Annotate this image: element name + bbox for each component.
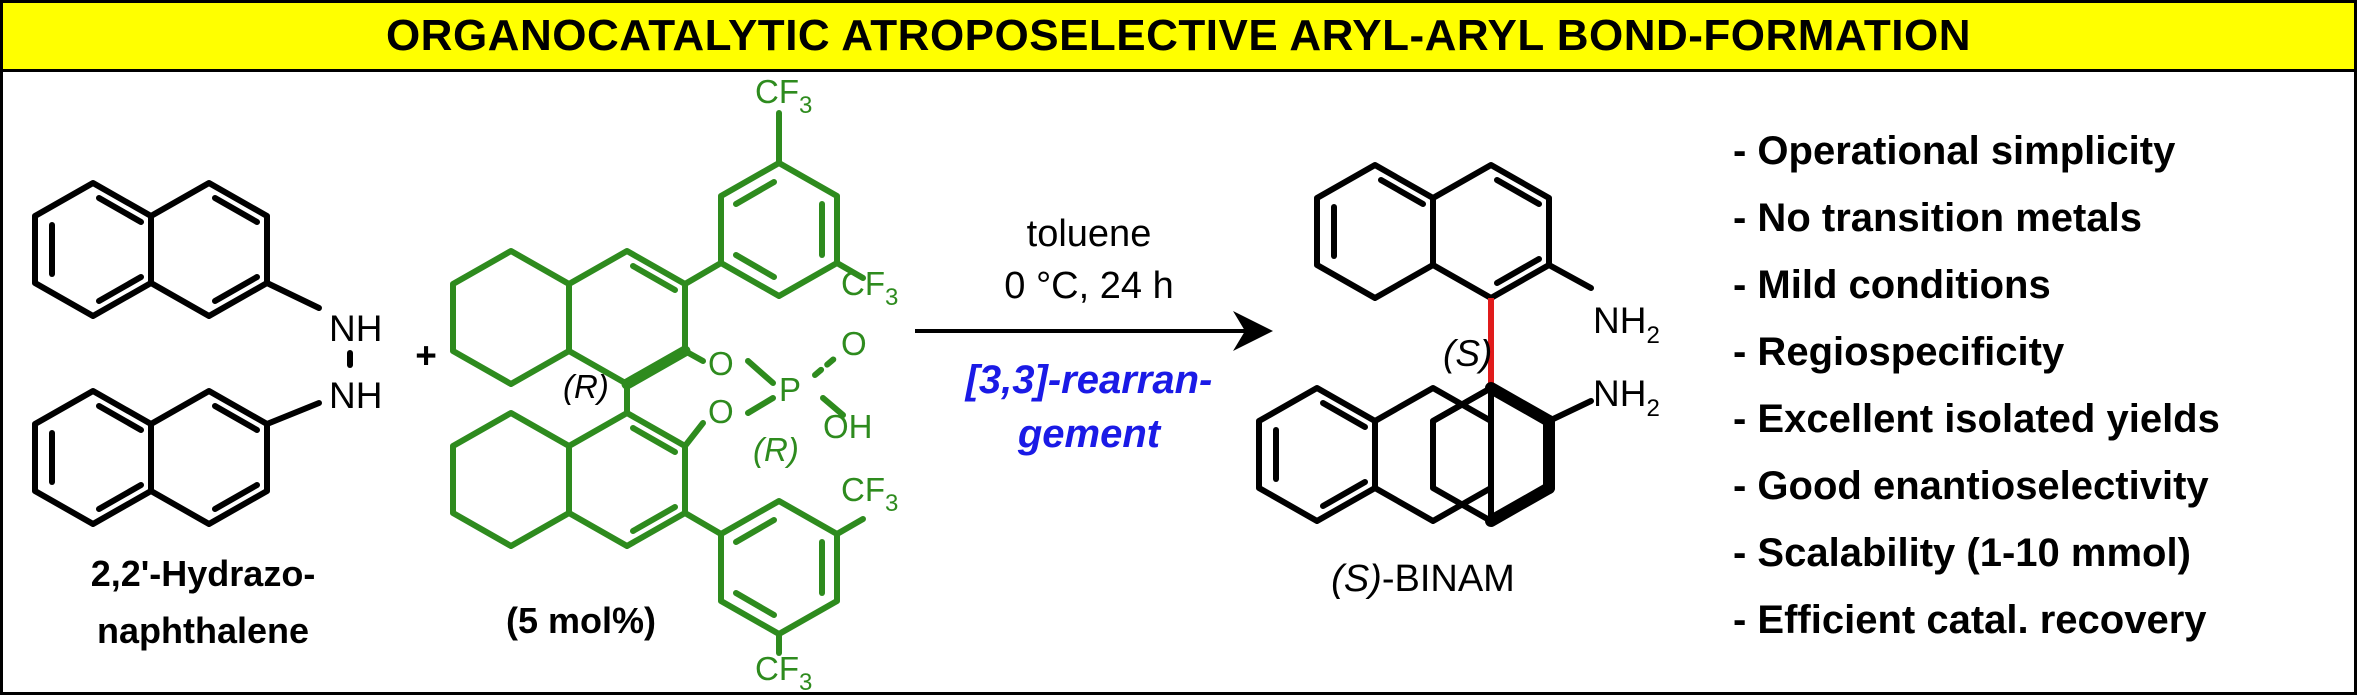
oxo-label: O bbox=[841, 325, 867, 362]
benefit-item: - Good enantioselectivity bbox=[1733, 464, 2209, 508]
nh2-label-top: NH2 bbox=[1593, 300, 1660, 349]
benefit-item: - Efficient catal. recovery bbox=[1733, 598, 2207, 642]
nh-label-top: NH bbox=[329, 308, 382, 349]
benefit-item: - Scalability (1-10 mmol) bbox=[1733, 531, 2191, 575]
benefits-list: - Operational simplicity - No transition… bbox=[1733, 118, 2220, 654]
cf3-label-top: CF3 bbox=[755, 73, 812, 119]
r-label-phosphate: (R) bbox=[753, 431, 799, 468]
phosphoric-acid-catalyst-structure bbox=[450, 110, 866, 656]
s-label-axis: (S) bbox=[1443, 333, 1492, 374]
r-label-axis: (R) bbox=[563, 368, 609, 405]
cf3-label-bottom: CF3 bbox=[755, 650, 812, 692]
benefit-item: - Operational simplicity bbox=[1733, 129, 2176, 173]
reactant-caption-line2: naphthalene bbox=[97, 610, 309, 651]
title-banner: ORGANOCATALYTIC ATROPOSELECTIVE ARYL-ARY… bbox=[3, 3, 2354, 72]
benefit-item: - Excellent isolated yields bbox=[1733, 397, 2220, 441]
rearrangement-line1: [3,3]-rearran- bbox=[964, 358, 1213, 402]
binam-structure bbox=[1256, 162, 1594, 527]
phosphorus-label: P bbox=[779, 371, 801, 408]
reaction-scheme: NH NH 2,2'-Hydrazo- naphthalene + bbox=[32, 73, 1660, 692]
plus-sign: + bbox=[415, 335, 437, 376]
nh2-label-bottom: NH2 bbox=[1593, 373, 1660, 422]
oxygen-label-upper: O bbox=[708, 345, 734, 382]
rearrangement-line2: gement bbox=[1017, 412, 1162, 456]
product-name: (S)-BINAM bbox=[1331, 558, 1515, 600]
oxygen-label-lower: O bbox=[708, 393, 734, 430]
nh-label-bottom: NH bbox=[329, 375, 382, 416]
condition-temp-time: 0 °C, 24 h bbox=[1004, 265, 1173, 307]
benefit-item: - No transition metals bbox=[1733, 196, 2142, 240]
catalyst-loading: (5 mol%) bbox=[506, 600, 656, 641]
cf3-label-upper-right: CF3 bbox=[841, 265, 898, 311]
condition-solvent: toluene bbox=[1027, 213, 1152, 255]
cf3-label-lower-right: CF3 bbox=[841, 471, 898, 517]
benefit-item: - Regiospecificity bbox=[1733, 330, 2065, 374]
hydrazonaphthalene-structure: NH NH bbox=[32, 180, 382, 527]
hydroxyl-label: OH bbox=[823, 408, 873, 445]
reactant-caption-line1: 2,2'-Hydrazo- bbox=[91, 553, 316, 594]
benefit-item: - Mild conditions bbox=[1733, 263, 2051, 307]
